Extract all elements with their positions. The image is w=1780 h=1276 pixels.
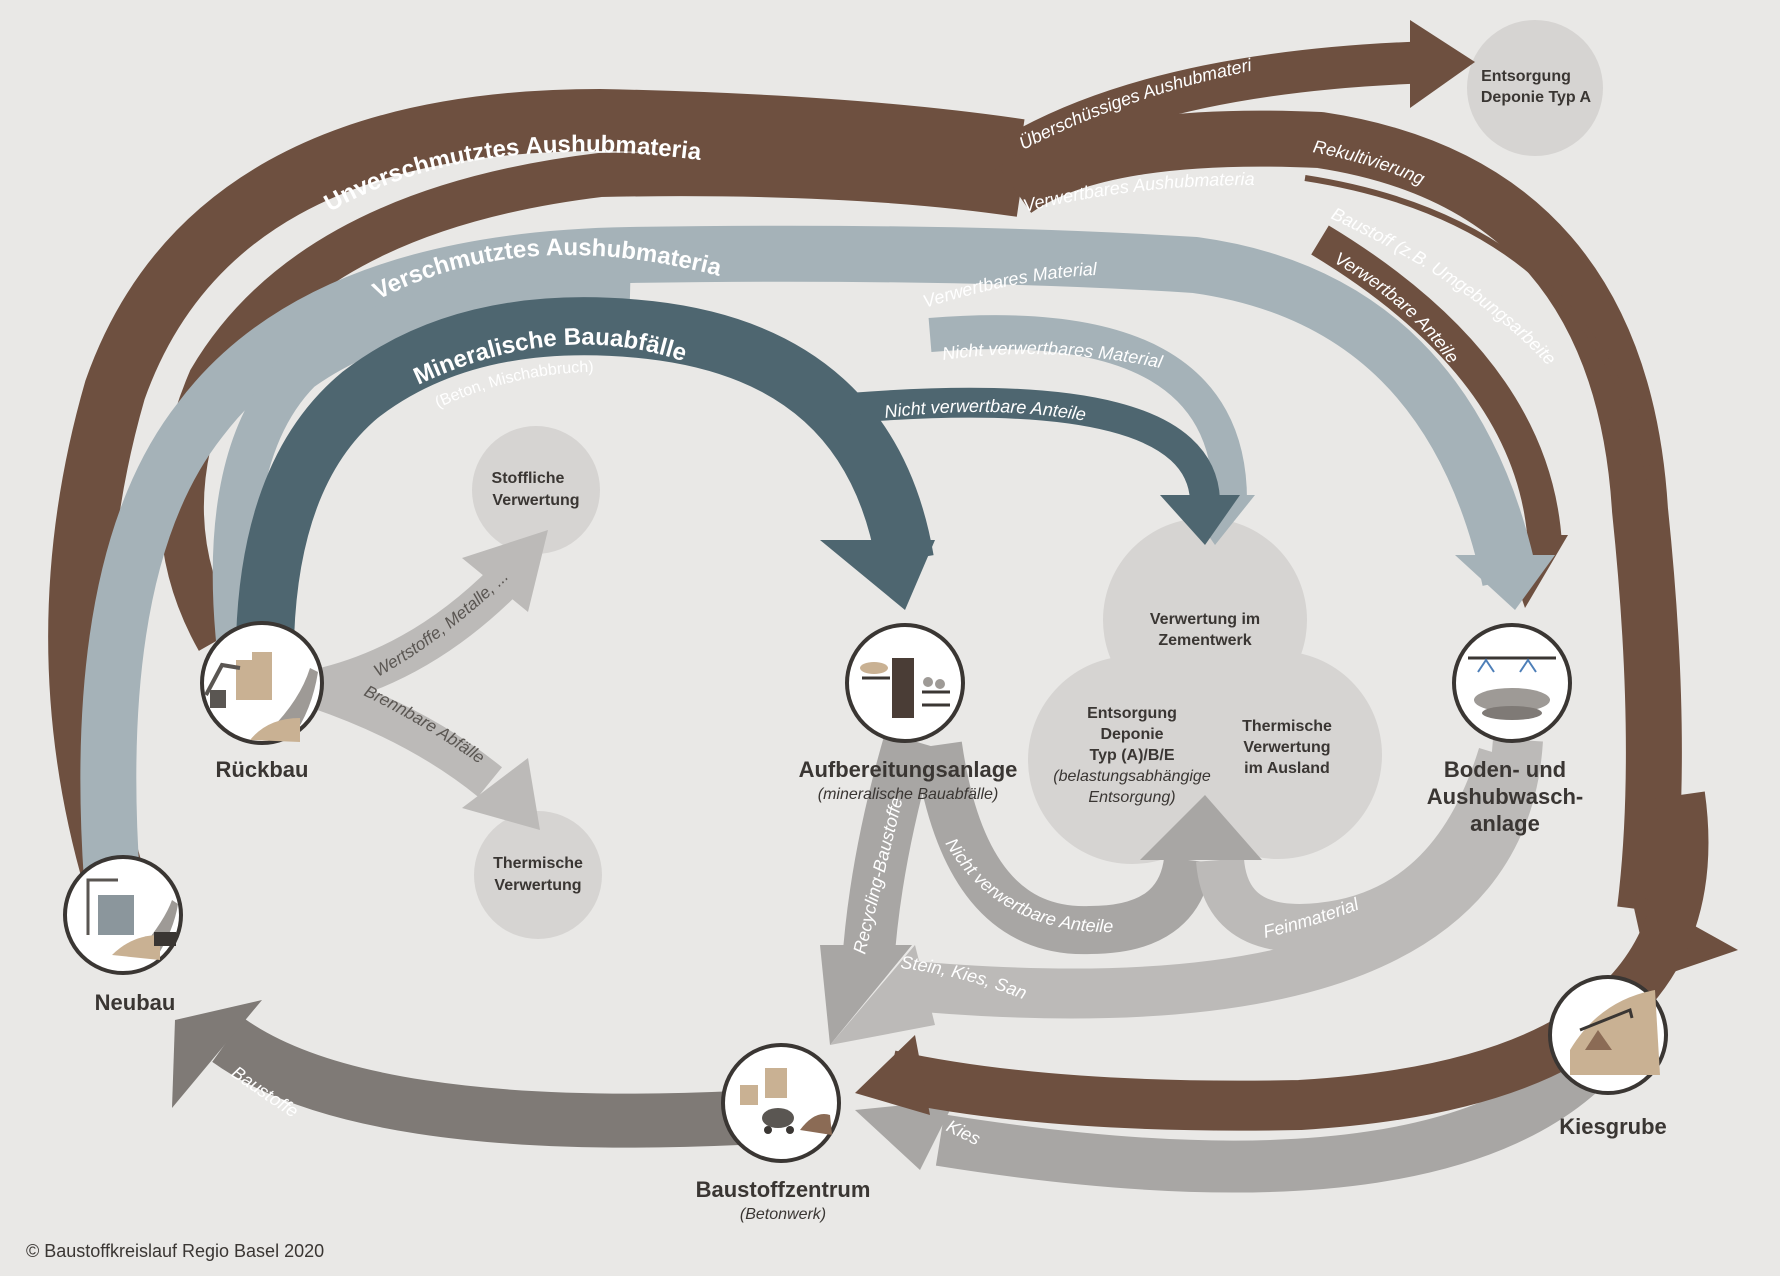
flow-nicht-verwertbare-anteile-bottom bbox=[914, 741, 1212, 955]
node-boden-line1: Boden- und bbox=[1444, 757, 1566, 782]
bubble-deponie-line2: Deponie bbox=[1100, 726, 1163, 743]
grey-flows-layer bbox=[172, 530, 1633, 1193]
bubble-texts-layer: Entsorgung Deponie Typ A Stoffliche Verw… bbox=[492, 68, 1592, 894]
flow-wertstoffe-arrowhead bbox=[462, 530, 548, 612]
bubble-deponie-line5: Entsorgung) bbox=[1088, 789, 1175, 806]
lightblue-flows-layer bbox=[80, 225, 1555, 882]
flow-nicht-verwertbares-material bbox=[928, 315, 1247, 501]
flow-verwertbare-anteile-brown bbox=[1311, 225, 1562, 547]
bubbles-layer bbox=[472, 20, 1603, 939]
flow-verwertbares-aushub bbox=[998, 110, 1682, 914]
flow-recycling-arrowhead bbox=[820, 945, 912, 1045]
flow-brennbare-arrowhead bbox=[462, 758, 540, 830]
brown-flows-layer bbox=[48, 20, 1738, 1131]
flow-stein-kies-sand-arrowhead bbox=[830, 945, 935, 1045]
bubble-thermische-line1: Thermische bbox=[493, 855, 583, 872]
bubble-thermische-verwertung bbox=[474, 811, 602, 939]
node-rueckbau: Rückbau bbox=[216, 757, 309, 782]
flow-baustoffe-arrowhead bbox=[172, 1000, 262, 1108]
bubble-thermische-line2: Verwertung bbox=[494, 877, 581, 894]
aufbereitung-icon bbox=[845, 623, 965, 743]
flow-ueberschuessig bbox=[1004, 41, 1436, 174]
flow-kies bbox=[935, 1021, 1633, 1193]
rueckbau-icon bbox=[200, 621, 324, 745]
bubble-ausland-line2: Verwertung bbox=[1243, 739, 1330, 756]
node-baustoffzentrum: Baustoffzentrum bbox=[696, 1177, 871, 1202]
node-kiesgrube: Kiesgrube bbox=[1559, 1114, 1667, 1139]
flow-unverschmutzt bbox=[48, 88, 1025, 915]
bubble-deponie-line3: Typ (A)/B/E bbox=[1089, 747, 1174, 764]
bubble-entsorgung-deponie-a bbox=[1467, 20, 1603, 156]
flow-baustoffe bbox=[212, 1017, 740, 1148]
kiesgrube-icon bbox=[1548, 975, 1668, 1095]
bubble-entsorgung-a-line2: Deponie Typ A bbox=[1481, 89, 1592, 106]
waschanlage-icon bbox=[1452, 623, 1572, 743]
bubble-entsorgung-a-line1: Entsorgung bbox=[1481, 68, 1571, 85]
bubble-zement-line2: Zementwerk bbox=[1158, 632, 1251, 649]
flow-kies-brown-arrowhead bbox=[855, 1035, 930, 1115]
baustoffzentrum-icon bbox=[721, 1043, 841, 1163]
node-aufbereitung-sub: (mineralische Bauabfälle) bbox=[818, 786, 999, 803]
neubau-icon bbox=[63, 855, 183, 975]
flow-mineralisch-arrowhead bbox=[820, 540, 935, 610]
node-titles-layer: Rückbau Neubau Aufbereitungsanlage (mine… bbox=[95, 757, 1667, 1223]
flow-nicht-verwertbare-anteile-top bbox=[848, 387, 1220, 502]
flow-recycling bbox=[842, 732, 935, 967]
bubble-thermisch-ausland bbox=[1174, 651, 1382, 859]
bubble-stoffliche-line1: Stoffliche bbox=[492, 470, 565, 487]
node-baustoffzentrum-sub: (Betonwerk) bbox=[740, 1206, 826, 1223]
node-aufbereitung: Aufbereitungsanlage bbox=[799, 757, 1018, 782]
flow-nva-feinmaterial-arrowhead bbox=[1140, 795, 1262, 860]
flow-verschmutzt bbox=[80, 225, 1538, 882]
flow-kies-arrowhead bbox=[855, 1100, 955, 1170]
bubble-zement-line1: Verwertung im bbox=[1150, 611, 1260, 628]
flow-nicht-verwertbare-anteile-top-arrowhead bbox=[1160, 495, 1240, 545]
node-boden-line3: anlage bbox=[1470, 811, 1540, 836]
bubble-deponie-line4: (belastungsabhängige bbox=[1053, 768, 1211, 785]
flow-verschmutzt-inner bbox=[212, 272, 631, 643]
copyright-text: © Baustoffkreislauf Regio Basel 2020 bbox=[26, 1241, 324, 1261]
flow-brennbare bbox=[311, 672, 502, 797]
darkblue-flows-layer bbox=[236, 297, 1240, 641]
bubble-deponie bbox=[1028, 656, 1236, 864]
node-neubau: Neubau bbox=[95, 990, 176, 1015]
flow-mineralisch bbox=[236, 297, 934, 641]
flow-rekultivierung bbox=[1304, 175, 1663, 561]
flow-kies-brown bbox=[884, 791, 1709, 1131]
flow-verschmutzt-arrowhead bbox=[1455, 555, 1555, 610]
bubble-ausland-line3: im Ausland bbox=[1244, 760, 1330, 777]
node-boden-line2: Aushubwasch- bbox=[1427, 784, 1583, 809]
label-wertstoffe: Wertstoffe, Metalle, ... bbox=[370, 567, 512, 681]
node-icons-layer bbox=[63, 621, 1668, 1163]
bubble-stoffliche-verwertung bbox=[472, 426, 600, 554]
flow-feinmaterial bbox=[1196, 747, 1525, 953]
flow-ueberschuessig-arrowhead bbox=[1410, 20, 1475, 108]
bubble-stoffliche-line2: Verwertung bbox=[492, 492, 579, 509]
bubble-ausland-line1: Thermische bbox=[1242, 718, 1332, 735]
bubble-deponie-line1: Entsorgung bbox=[1087, 705, 1177, 722]
